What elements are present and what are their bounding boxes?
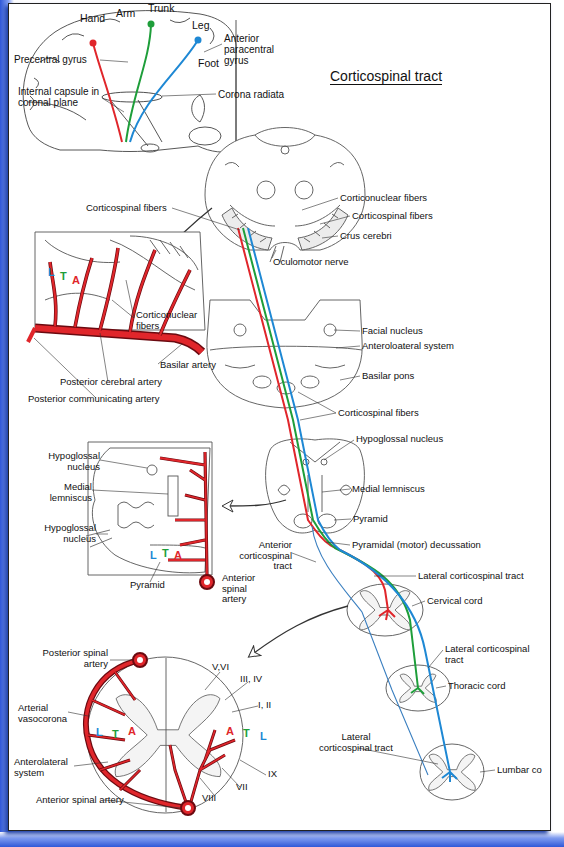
anatomy-label: Hypoglossal nucleus [40,451,100,472]
anatomy-label: Anterolateral system [14,757,78,778]
anatomy-label: Cervical cord [427,596,482,607]
tract-letter: L [96,726,103,738]
anatomy-label: VII [236,782,248,793]
pons-section [207,300,362,408]
anatomy-label: Corticonuclear fibers [136,310,196,331]
anatomy-label: Pyramid [130,580,165,591]
tract-letter: A [174,549,182,561]
anatomy-label: Posterior communicating artery [28,394,159,405]
anatomy-label: Corticospinal fibers [352,211,433,222]
anatomy-label: III, IV [240,674,262,685]
brain-coronal-section [23,11,236,153]
tract-letter: A [72,274,80,286]
anatomy-label: Arm [116,8,135,20]
anatomy-label: Anterior paracentral gyrus [224,33,284,67]
anatomy-label: Anterior spinal artery [222,573,267,605]
anatomy-label: Internal capsule in coronal plane [18,86,110,108]
anatomy-label: Lateral corticospinal tract [445,644,545,665]
anatomy-label: Lateral corticospinal tract [318,732,394,753]
tract-lines-cortex [90,21,202,143]
tract-letter: L [260,730,267,742]
anatomy-label: Lateral corticospinal tract [418,571,524,582]
anatomy-label: Corona radiata [218,89,284,100]
tract-letter: T [243,727,250,739]
anatomy-label: Hypoglossal nucleus [26,523,96,544]
anatomy-label: Basilar pons [362,371,414,382]
anatomy-label: Lumbar co [497,765,542,776]
anatomy-label: Leg [192,20,210,32]
anatomy-label: Facial nucleus [362,326,423,337]
anatomy-label: V,VI [212,662,229,673]
anatomy-label: IX [268,769,277,780]
tract-letter: T [60,270,67,282]
anatomy-label: Pyramid [353,514,388,525]
anatomy-label: Hypoglossal nucleus [356,434,443,445]
anatomy-label: Medial lemniscus [352,484,425,495]
anatomy-label: Medial lemniscus [34,482,92,503]
anatomy-label: Corticospinal fibers [338,408,419,419]
anatomy-label: Foot [198,58,219,70]
anatomy-label: Trunk [148,3,174,15]
anatomy-label: Thoracic cord [448,681,506,692]
anatomy-label: Anteroloateral system [362,341,454,352]
anatomy-label: Hand [80,13,105,25]
spinal-cord-sections [347,584,484,800]
anatomy-label: Basilar artery [160,360,216,371]
midbrain-arterial-inset [28,232,205,352]
tract-letter: A [226,725,234,737]
anatomy-label: Corticospinal fibers [86,203,167,214]
corticospinal-tract-lines [238,228,457,782]
diagram-title: Corticospinal tract [330,69,442,85]
frame-shade [0,832,564,847]
anatomy-label: Crus cerebri [340,231,392,242]
anatomy-label: VIII [202,793,216,804]
tract-letter: A [128,725,136,737]
anatomy-label: Posterior spinal artery [36,648,108,669]
medulla-arterial-inset [86,442,214,589]
tract-letter: L [48,266,55,278]
spinal-cord-arterial-inset [86,653,243,815]
anatomy-label: Arterial vasocorona [18,703,70,724]
anatomy-label: Anterior corticospinal tract [228,540,292,572]
anatomy-label: Corticonuclear fibers [340,193,427,204]
anatomy-label: Oculomotor nerve [273,257,349,268]
anatomy-label: Posterior cerebral artery [60,377,162,388]
tract-letter: L [150,549,157,561]
anatomy-label: Anterior spinal artery [36,795,124,806]
anatomy-label: Pyramidal (motor) decussation [352,540,481,551]
leader-lines [34,44,495,808]
tract-letter: T [162,547,169,559]
tract-letter: T [112,728,119,740]
anatomy-label: I, II [258,700,271,711]
anatomy-label: Precentral gyrus [14,54,87,65]
